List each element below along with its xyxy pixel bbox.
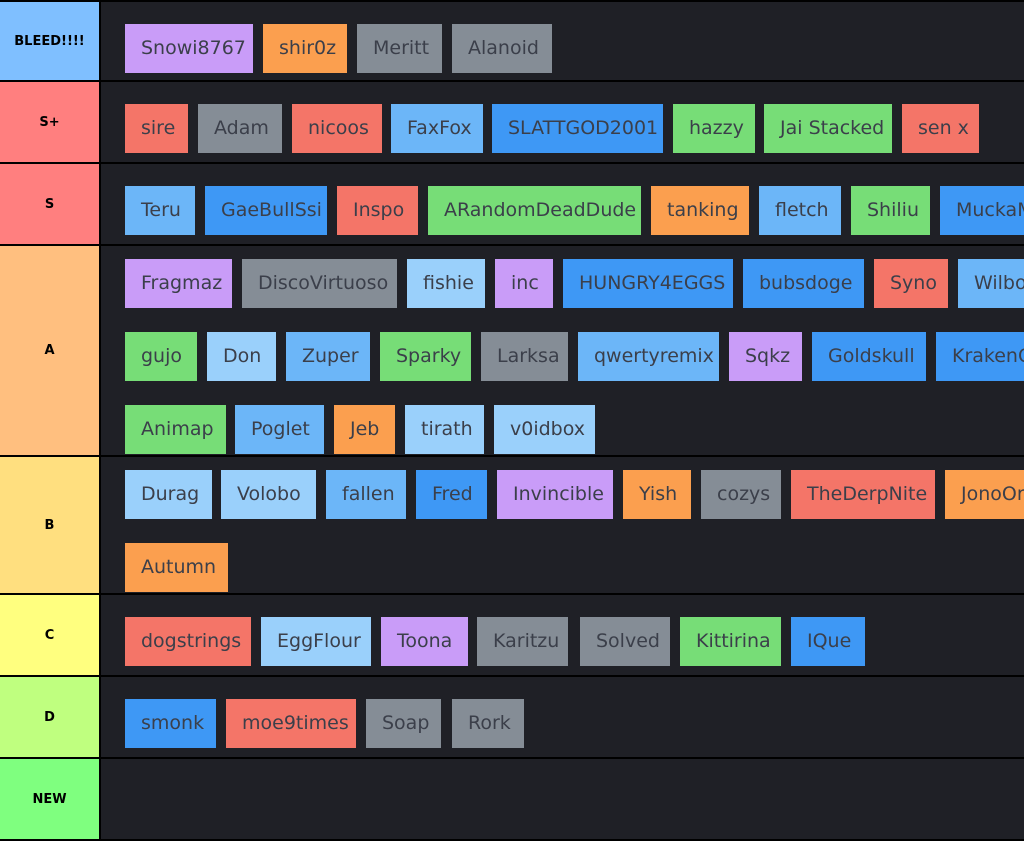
player-chip-fallen[interactable]: fallen [326, 470, 406, 519]
player-chip-fishie[interactable]: fishie [407, 259, 485, 308]
player-chip-cozys[interactable]: cozys [701, 470, 781, 519]
player-chip-jonoor[interactable]: JonoOr [945, 470, 1024, 519]
player-chip-sparky[interactable]: Sparky [380, 332, 471, 381]
player-chip-gujo[interactable]: gujo [125, 332, 197, 381]
tier-items [101, 759, 1024, 839]
player-chip-larksa[interactable]: Larksa [481, 332, 568, 381]
tier-label[interactable]: S+ [0, 82, 101, 162]
player-chip-solved[interactable]: Solved [580, 617, 670, 666]
player-chip-adam[interactable]: Adam [198, 104, 282, 153]
player-chip-animap[interactable]: Animap [125, 405, 226, 454]
player-chip-meritt[interactable]: Meritt [357, 24, 442, 73]
tier-label[interactable]: B [0, 457, 101, 593]
player-chip-eggflour[interactable]: EggFlour [261, 617, 371, 666]
player-chip-sqkz[interactable]: Sqkz [729, 332, 802, 381]
tier-label[interactable]: BLEED!!!! [0, 2, 101, 80]
player-chip-muckam[interactable]: MuckaM [940, 186, 1024, 235]
player-chip-slattgod2001[interactable]: SLATTGOD2001 [492, 104, 663, 153]
player-chip-kittirina[interactable]: Kittirina [680, 617, 781, 666]
player-chip-teru[interactable]: Teru [125, 186, 195, 235]
player-chip-soap[interactable]: Soap [366, 699, 441, 748]
player-chip-rork[interactable]: Rork [452, 699, 524, 748]
player-chip-gaebullssi[interactable]: GaeBullSsi [205, 186, 327, 235]
player-chip-autumn[interactable]: Autumn [125, 543, 228, 592]
player-chip-arandomdeaddude[interactable]: ARandomDeadDude [428, 186, 641, 235]
player-chip-hazzy[interactable]: hazzy [673, 104, 755, 153]
player-chip-fred[interactable]: Fred [416, 470, 487, 519]
player-chip-karitzu[interactable]: Karitzu [477, 617, 568, 666]
player-chip-thederpnite[interactable]: TheDerpNite [791, 470, 935, 519]
player-chip-jai-stacked[interactable]: Jai Stacked [764, 104, 892, 153]
player-chip-moe9times[interactable]: moe9times [226, 699, 356, 748]
player-chip-alanoid[interactable]: Alanoid [452, 24, 552, 73]
tier-label[interactable]: NEW [0, 759, 101, 839]
tier-label[interactable]: A [0, 246, 101, 455]
player-chip-don[interactable]: Don [207, 332, 276, 381]
player-chip-bubsdoge[interactable]: bubsdoge [743, 259, 864, 308]
player-chip-discovirtuoso[interactable]: DiscoVirtuoso [242, 259, 397, 308]
tier-label[interactable]: S [0, 164, 101, 244]
player-chip-invincible[interactable]: Invincible [497, 470, 613, 519]
player-chip-snowi8767[interactable]: Snowi8767 [125, 24, 253, 73]
player-chip-toona[interactable]: Toona [381, 617, 468, 666]
player-chip-faxfox[interactable]: FaxFox [391, 104, 483, 153]
player-chip-sen-x[interactable]: sen x [902, 104, 979, 153]
player-chip-nicoos[interactable]: nicoos [292, 104, 382, 153]
player-chip-dogstrings[interactable]: dogstrings [125, 617, 251, 666]
player-chip-shiliu[interactable]: Shiliu [851, 186, 930, 235]
tier-label[interactable]: D [0, 677, 101, 757]
player-chip-goldskull[interactable]: Goldskull [812, 332, 926, 381]
player-chip-inspo[interactable]: Inspo [337, 186, 418, 235]
player-chip-smonk[interactable]: smonk [125, 699, 216, 748]
player-chip-jeb[interactable]: Jeb [334, 405, 395, 454]
player-chip-durag[interactable]: Durag [125, 470, 212, 519]
player-chip-wilbo[interactable]: Wilbo [958, 259, 1024, 308]
player-chip-v0idbox[interactable]: v0idbox [494, 405, 595, 454]
player-chip-sire[interactable]: sire [125, 104, 188, 153]
player-chip-volobo[interactable]: Volobo [221, 470, 316, 519]
player-chip-krakenc[interactable]: KrakenC [936, 332, 1024, 381]
tier-label[interactable]: C [0, 595, 101, 675]
player-chip-fragmaz[interactable]: Fragmaz [125, 259, 232, 308]
player-chip-inc[interactable]: inc [495, 259, 553, 308]
tier-row-new: NEW [0, 759, 1024, 841]
player-chip-hungry4eggs[interactable]: HUNGRY4EGGS [563, 259, 733, 308]
player-chip-fletch[interactable]: fletch [759, 186, 841, 235]
player-chip-yish[interactable]: Yish [623, 470, 691, 519]
player-chip-zuper[interactable]: Zuper [286, 332, 370, 381]
player-chip-poglet[interactable]: Poglet [235, 405, 324, 454]
player-chip-syno[interactable]: Syno [874, 259, 948, 308]
player-chip-shir0z[interactable]: shir0z [263, 24, 347, 73]
player-chip-ique[interactable]: IQue [791, 617, 865, 666]
player-chip-tirath[interactable]: tirath [405, 405, 484, 454]
player-chip-qwertyremix[interactable]: qwertyremix [578, 332, 719, 381]
player-chip-tanking[interactable]: tanking [651, 186, 749, 235]
